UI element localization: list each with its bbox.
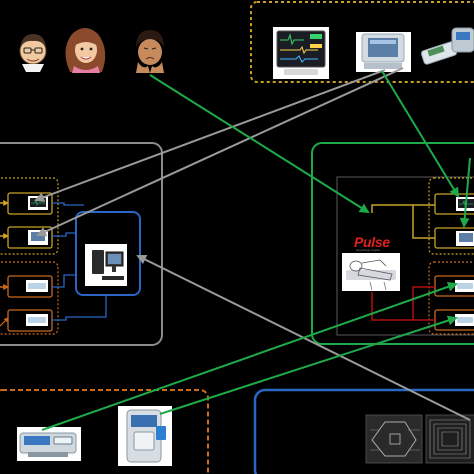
simulated-patient-icon — [342, 253, 400, 291]
right-yellow-connector — [371, 204, 435, 239]
green-arrow-patient-to-pulse — [149, 74, 370, 214]
infusion-pump-icon — [118, 406, 172, 466]
gray-arrow-top-to-left-monitor-2 — [36, 67, 404, 237]
syringe-pump-icon — [455, 280, 474, 292]
syringe-pump-icon — [455, 314, 474, 326]
male-clinician-avatar-icon — [19, 34, 47, 72]
left-controller-box — [75, 211, 141, 296]
syringe-pump-icon — [26, 280, 48, 292]
right-pump-slot-1 — [434, 275, 474, 297]
patient-monitor-icon — [273, 27, 329, 79]
female-clinician-avatar-icon — [65, 28, 106, 73]
left-connector-3 — [52, 274, 76, 288]
right-system-container — [311, 142, 474, 345]
top-device-group-border — [250, 1, 474, 83]
pulse-oximeter-icon — [419, 27, 474, 68]
left-connector-1 — [52, 202, 84, 206]
green-arrow-infusion-to-right-pump — [159, 315, 458, 415]
circuit-board-icon — [425, 414, 474, 464]
green-arrow-syringe-to-right-pump — [41, 281, 458, 431]
syringe-pump-icon — [17, 427, 81, 461]
pulse-logo: Pulse — [354, 234, 390, 250]
bottom-pump-group-border — [0, 389, 209, 474]
green-arrow-top-device-to-right-monitor-2 — [459, 157, 471, 228]
left-connector-4 — [52, 295, 107, 321]
ventilator-monitor-icon — [356, 32, 411, 72]
gray-arrow-top-to-left-monitor-1 — [34, 69, 386, 202]
right-inner-container — [336, 176, 474, 336]
left-connector-2 — [52, 232, 76, 237]
left-system-container — [0, 142, 163, 346]
circuit-board-icon — [365, 414, 423, 464]
left-monitor-group — [0, 177, 59, 255]
pulse-logo-tagline: physiology engine — [356, 248, 381, 252]
right-red-connector — [371, 286, 435, 321]
patient-monitor-icon — [28, 196, 48, 210]
green-arrow-top-device-to-right-monitor-1 — [381, 70, 460, 198]
ventilator-monitor-icon — [456, 231, 474, 246]
patient-avatar-icon — [136, 30, 164, 73]
syringe-pump-icon — [26, 314, 48, 326]
left-pump-group — [0, 261, 59, 335]
right-monitor-group — [428, 177, 474, 255]
bottom-control-group-border — [253, 388, 474, 474]
workstation-computer-icon — [85, 244, 127, 286]
right-pump-group — [428, 261, 474, 335]
